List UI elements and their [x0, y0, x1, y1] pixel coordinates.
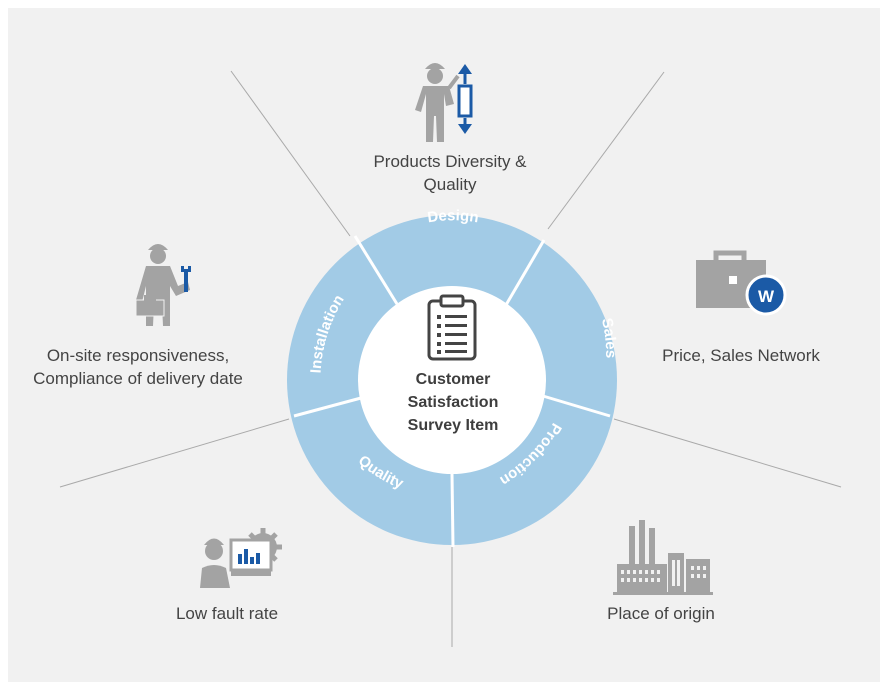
item-label-line: Quality	[423, 175, 477, 194]
item-label-low-fault-rate: Low fault rate	[132, 602, 322, 625]
divider-line-left	[59, 418, 290, 488]
briefcase-w-logo-icon: W	[696, 250, 787, 316]
item-label-line: Compliance of delivery date	[33, 369, 243, 388]
diagram-svg: Design Sales Production Quality Installa…	[59, 63, 842, 647]
diagram-canvas: Design Sales Production Quality Installa…	[8, 8, 880, 682]
divider-line-top-right	[547, 71, 665, 230]
divider-line-right	[613, 418, 842, 488]
svg-text:W: W	[758, 287, 775, 306]
item-label-line: Products Diversity &	[373, 152, 527, 171]
center-label-line-2: Satisfaction	[407, 394, 499, 411]
center-label: Customer Satisfaction Survey Item	[393, 368, 513, 437]
segment-separators	[293, 235, 611, 548]
divider-line-top-left	[230, 70, 351, 237]
item-label-line: Price, Sales Network	[662, 346, 820, 365]
factory-icon	[613, 520, 713, 595]
clipboard-checklist-icon	[427, 294, 477, 361]
worker-with-monitor-gear-icon	[200, 528, 282, 588]
worker-with-arrows-icon	[415, 63, 473, 142]
item-label-onsite-responsiveness: On-site responsiveness, Compliance of de…	[13, 344, 263, 390]
item-label-products-diversity: Products Diversity & Quality	[345, 150, 555, 196]
center-label-line-1: Customer	[415, 371, 491, 388]
segment-label-design: Design	[426, 207, 479, 226]
worker-with-wrench-toolbox-icon	[135, 244, 191, 326]
item-label-line: Low fault rate	[175, 604, 279, 623]
item-label-price-sales-network: Price, Sales Network	[636, 344, 846, 367]
item-label-line: Place of origin	[607, 604, 715, 623]
center-label-line-3: Survey Item	[407, 417, 499, 434]
survey-ring	[287, 215, 617, 548]
item-label-line: On-site responsiveness,	[46, 346, 230, 365]
item-label-place-of-origin: Place of origin	[566, 602, 756, 625]
